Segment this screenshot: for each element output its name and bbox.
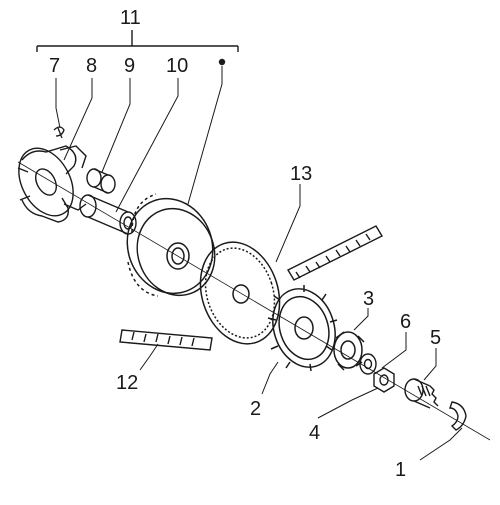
- callout-5: 5: [430, 327, 442, 349]
- part-fixed-face: [267, 285, 338, 372]
- group-bracket: [36, 30, 239, 52]
- part-washer: [359, 353, 377, 375]
- part-belt-lower: [119, 329, 213, 351]
- callout-12: 12: [116, 372, 139, 394]
- callout-4: 4: [309, 422, 321, 444]
- callout-8: 8: [86, 55, 98, 77]
- callout-2: 2: [250, 398, 262, 420]
- part-pulley: [126, 193, 216, 297]
- callout-6: 6: [400, 311, 412, 333]
- assembly-axis: [17, 161, 491, 441]
- part-nut: [373, 367, 395, 393]
- part-gear-disc: [199, 241, 281, 345]
- callout-11: 11: [120, 7, 141, 29]
- part-roller: [86, 168, 116, 194]
- part-circlip: [449, 401, 467, 431]
- callout-3: 3: [363, 288, 375, 310]
- part-clip: [53, 126, 65, 139]
- part-belt-upper: [287, 225, 383, 281]
- callout-10: 10: [166, 55, 189, 77]
- part-spindle: [404, 378, 439, 409]
- reference-dot: [218, 58, 226, 66]
- callout-9: 9: [124, 55, 136, 77]
- callout-1: 1: [395, 459, 407, 481]
- leader-lines: [55, 66, 463, 461]
- part-slider: [17, 145, 87, 223]
- callout-13: 13: [290, 163, 313, 185]
- part-bushing: [79, 194, 137, 235]
- part-bearing: [333, 331, 365, 371]
- callout-7: 7: [49, 55, 61, 77]
